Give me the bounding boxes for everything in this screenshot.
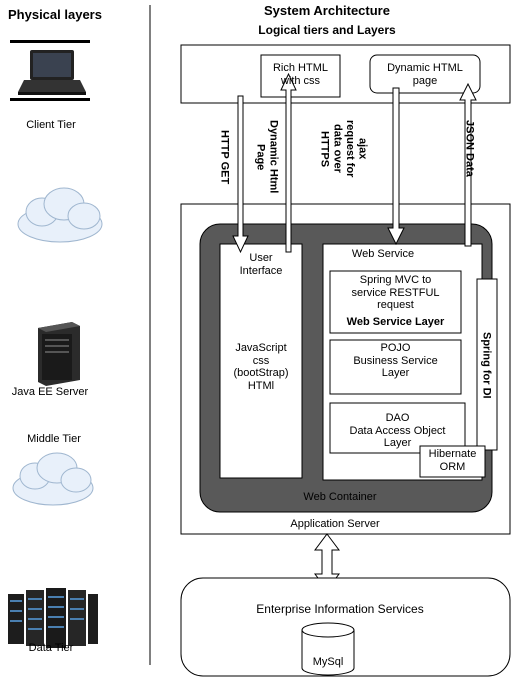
server-racks-icon	[8, 588, 98, 648]
dynamic-html-label: Dynamic HTML page	[387, 62, 463, 87]
dao-layer-box	[329, 402, 466, 454]
application-server-label: Application Server	[290, 518, 380, 530]
data-tier-label: Data Tier	[28, 642, 74, 654]
web-container-label: Web Container	[303, 491, 377, 503]
web-service-layer-label: Web Service Layer	[346, 316, 445, 328]
json-data-arrow	[459, 82, 477, 247]
business-service-label: POJO Business Service Layer	[353, 342, 438, 380]
system-architecture-title: System Architecture	[264, 3, 390, 18]
physical-layers-title: Physical layers	[8, 7, 102, 22]
hibernate-label: Hibernate ORM	[428, 448, 477, 473]
ajax-request-arrow	[387, 87, 405, 246]
user-interface-tech: JavaScript css (bootStrap) HTMl	[233, 342, 289, 392]
web-service-layer-box	[329, 270, 462, 334]
dynamic-html-page-label: Dynamic Html Page	[254, 120, 280, 194]
ajax-request-label: ajax request for data over HTTPS	[318, 120, 369, 178]
dao-layer-label: DAO Data Access Object Layer	[349, 412, 446, 450]
client-tier-label: Client Tier	[26, 119, 76, 131]
cloud-icon	[12, 452, 94, 506]
hibernate-box	[419, 445, 486, 478]
user-interface-title: User Interface	[239, 252, 283, 277]
user-interface-panel	[219, 243, 303, 479]
spring-mvc-label: Spring MVC to service RESTFUL request	[351, 274, 440, 312]
logical-tiers-subtitle: Logical tiers and Layers	[258, 23, 396, 37]
cloud-icon	[17, 187, 103, 243]
server-tower-icon	[38, 322, 80, 386]
java-ee-server-label: Java EE Server	[11, 386, 89, 398]
business-service-box	[329, 339, 462, 395]
web-service-title: Web Service	[351, 248, 415, 260]
http-get-label: HTTP GET	[218, 130, 231, 185]
json-data-label: JSON Data	[463, 120, 476, 177]
client-bottom-bar	[10, 98, 90, 101]
middle-tier-label: Middle Tier	[27, 433, 81, 445]
mysql-label: MySql	[312, 656, 344, 668]
http-get-arrow	[232, 95, 249, 254]
rich-html-label: Rich HTML with css	[272, 62, 328, 87]
eis-title: Enterprise Information Services	[256, 602, 424, 616]
dynamic-html-page-arrow	[280, 72, 297, 253]
rich-html-box	[260, 54, 341, 98]
client-top-bar	[10, 40, 90, 43]
dynamic-html-box	[369, 54, 481, 94]
database-icon	[301, 622, 355, 676]
spring-di-label: Spring for DI	[480, 332, 493, 399]
spring-di-box	[476, 278, 498, 451]
laptop-icon	[18, 50, 86, 95]
